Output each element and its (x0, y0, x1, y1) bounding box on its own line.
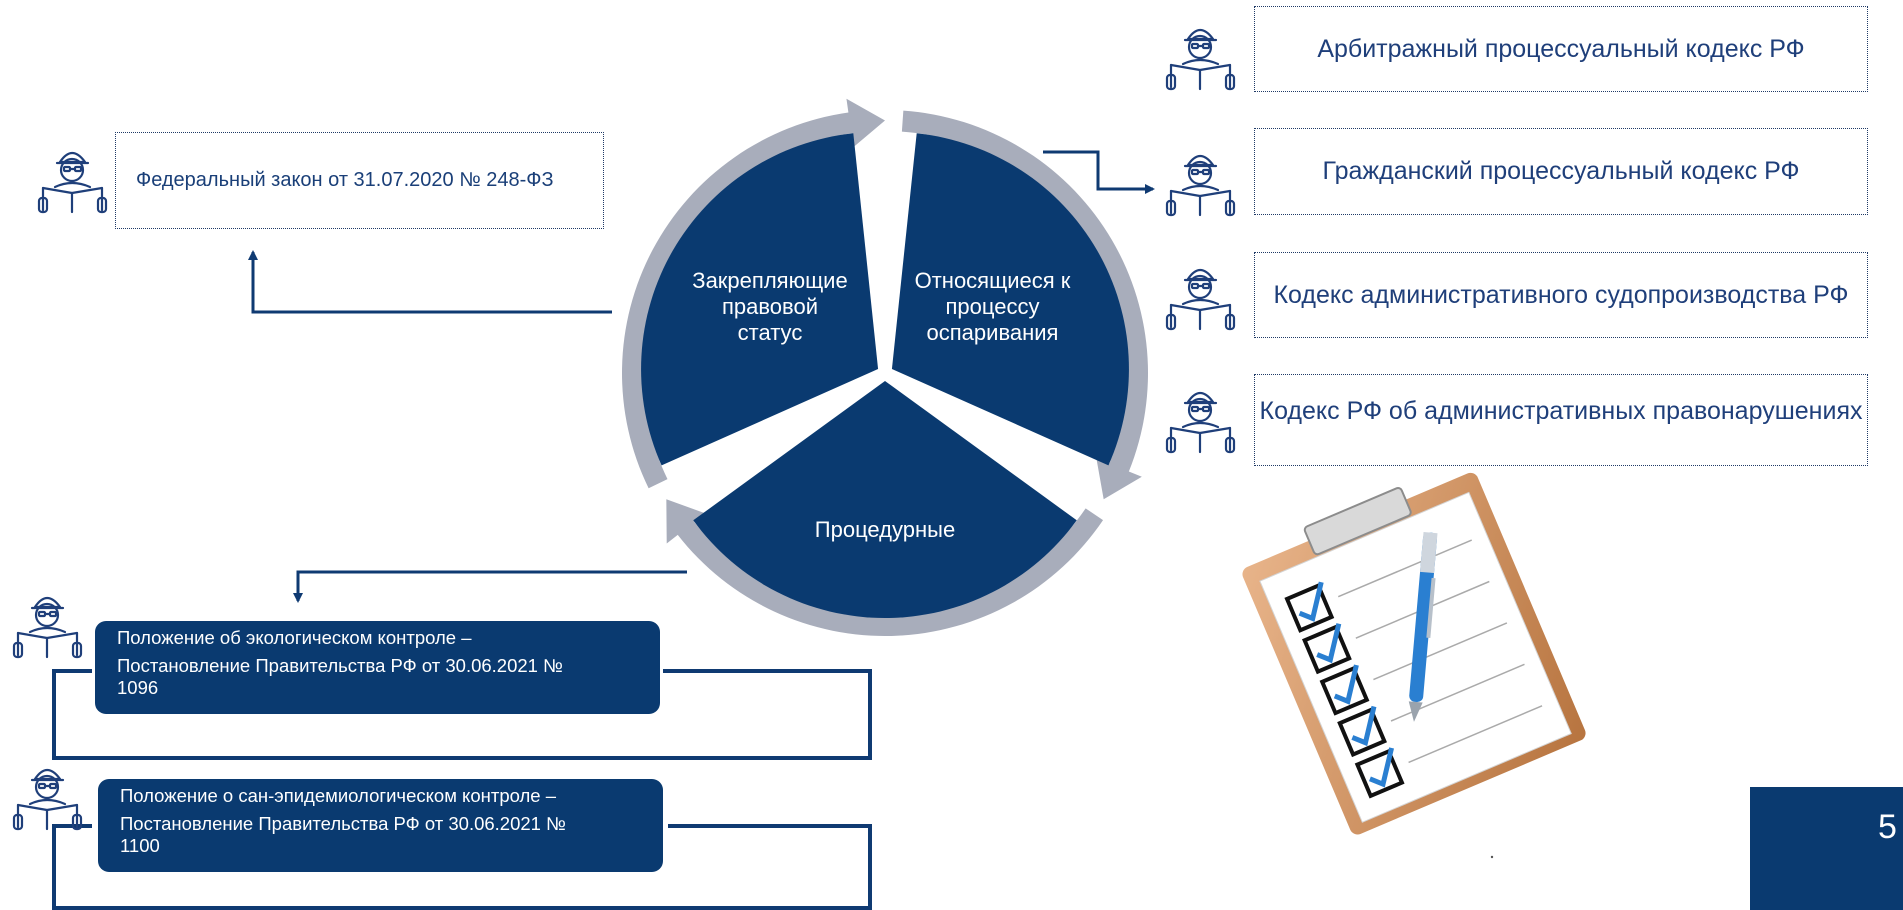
pie-sector (891, 133, 1129, 466)
reader-icon (1165, 391, 1236, 454)
regulation-2-line2: Постановление Правительства РФ от 30.06.… (120, 813, 566, 834)
connector-regulations (293, 570, 687, 603)
reader-icon (1165, 154, 1236, 217)
checkbox-mark (1319, 665, 1370, 716)
page-number-box (1750, 787, 1903, 910)
check-icon (1298, 581, 1324, 622)
regulation-outline-1-top-right (663, 669, 872, 673)
right-law-box-1: Арбитражный процессуальный кодекс РФ (1254, 6, 1868, 92)
checkbox-mark (1284, 583, 1335, 633)
regulation-1-line1: Положение об экологическом контроле – (117, 627, 472, 648)
check-icon (1333, 664, 1359, 705)
page-number: 5 (1878, 808, 1897, 846)
left-law-box: Федеральный закон от 31.07.2020 № 248-ФЗ (115, 132, 604, 229)
ring-arrows (622, 98, 1148, 636)
regulation-2-line3: 1100 (120, 835, 160, 856)
right-law-box-3: Кодекс административного судопроизводств… (1254, 252, 1868, 338)
checklist-line (1337, 539, 1473, 598)
regulation-2-line1: Положение о сан-эпидемиологическом контр… (120, 785, 557, 806)
cycle-ring-arrow (622, 98, 885, 489)
right-law-text-3: Кодекс административного судопроизводств… (1273, 280, 1849, 309)
checkbox-mark (1337, 707, 1387, 758)
regulation-outline-2 (52, 826, 872, 910)
reader-icon (1165, 28, 1236, 91)
pie-sector (693, 381, 1077, 618)
checkbox-mark (1354, 748, 1405, 799)
checklist-line (1408, 705, 1543, 764)
checklist-line (1373, 622, 1508, 681)
regulation-outline-1-top-left (52, 669, 92, 673)
connector-right-laws (1043, 150, 1155, 194)
right-law-text-1: Арбитражный процессуальный кодекс РФ (1317, 34, 1805, 63)
reader-icon (37, 151, 108, 214)
reader-icon (12, 596, 83, 659)
small-dot (1490, 855, 1494, 859)
cycle-diagram (622, 98, 1148, 636)
right-law-text-2: Гражданский процессуальный кодекс РФ (1322, 157, 1800, 185)
checkbox-mark (1301, 624, 1352, 675)
connector-left-law (248, 250, 612, 314)
regulation-1-line2: Постановление Правительства РФ от 30.06.… (117, 655, 563, 676)
check-icon (1316, 623, 1342, 664)
checklist-clipboard-icon (1242, 472, 1586, 835)
check-icon (1368, 747, 1395, 788)
reader-icon (1165, 268, 1236, 331)
right-law-box-4: Кодекс РФ об административных правонаруш… (1254, 374, 1868, 466)
right-law-text-4: Кодекс РФ об административных правонаруш… (1259, 396, 1863, 425)
right-law-box-2: Гражданский процессуальный кодекс РФ (1254, 128, 1868, 215)
left-law-text: Федеральный закон от 31.07.2020 № 248-ФЗ (136, 169, 554, 191)
cycle-ring-arrow (901, 110, 1148, 500)
regulation-outline-2-top-right (668, 824, 872, 828)
regulation-outline-1 (52, 671, 872, 760)
cycle-ring-arrow (666, 499, 1104, 636)
regulation-1-line3: 1096 (117, 677, 159, 698)
pie-sectors (641, 133, 1129, 618)
pie-sector (641, 133, 879, 466)
regulation-box-1: Положение об экологическом контроле – По… (95, 621, 660, 714)
reader-icon (12, 768, 83, 831)
segment-label-procedural: Процедурные (814, 517, 956, 542)
check-icon (1351, 705, 1377, 747)
regulation-box-2: Положение о сан-эпидемиологическом контр… (98, 779, 663, 872)
